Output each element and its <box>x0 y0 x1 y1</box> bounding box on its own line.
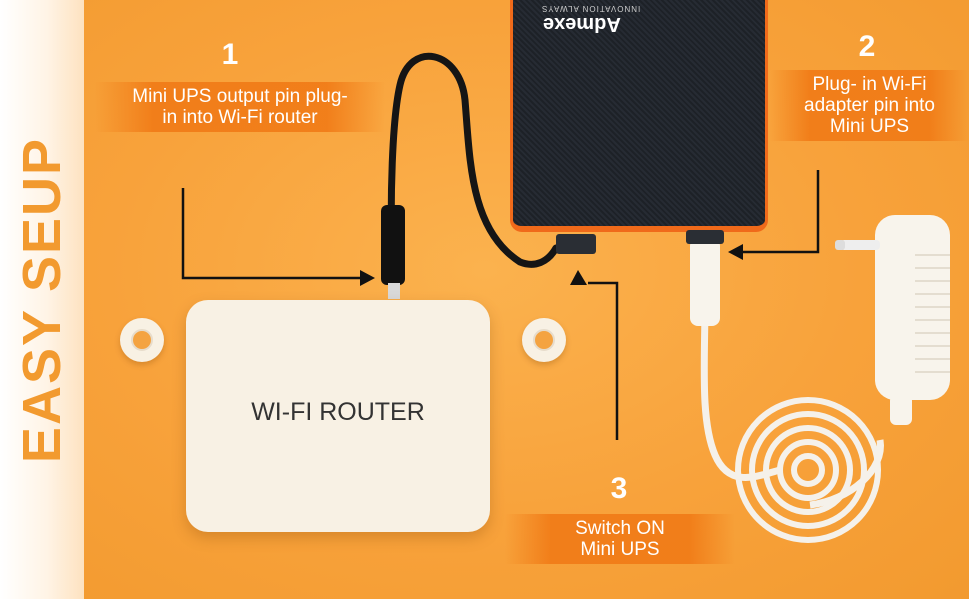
adapter-cable <box>700 299 781 481</box>
step-3-line-2: Mini UPS <box>580 539 660 560</box>
arrow-step-1 <box>181 188 365 280</box>
router-mount-left <box>120 318 164 362</box>
ups-output-cable <box>387 52 560 268</box>
step-2-line-3: Mini UPS <box>829 116 910 137</box>
step-2-text: Plug- in Wi-Fi adapter pin into Mini UPS <box>770 70 969 141</box>
arrow-step-2 <box>738 170 820 254</box>
sidebar-banner: EASY SEUP <box>0 0 84 599</box>
ups-input-port <box>686 230 724 244</box>
step-3-line-1: Switch ON <box>575 518 665 539</box>
ups-brand-logo: Admexe <box>543 13 621 35</box>
step-2-line-1: Plug- in Wi-Fi <box>812 74 927 95</box>
cable-coil <box>735 397 881 543</box>
step-1-text: Mini UPS output pin plug- in into Wi-Fi … <box>95 82 385 132</box>
router-label: WI-FI ROUTER <box>251 398 425 426</box>
step-1-line-2: in into Wi-Fi router <box>162 107 318 128</box>
wifi-router: WI-FI ROUTER <box>186 300 490 532</box>
step-3-text: Switch ON Mini UPS <box>505 514 735 564</box>
mini-ups-device: INNOVATION ALWAYS Admexe <box>510 0 768 232</box>
step-1-line-1: Mini UPS output pin plug- <box>132 86 348 107</box>
wall-adapter <box>835 215 950 425</box>
step-3-number: 3 <box>610 472 628 505</box>
adapter-plug <box>690 238 720 326</box>
step-1-number: 1 <box>221 38 239 71</box>
step-2-line-2: adapter pin into <box>804 95 935 116</box>
step-2-number: 2 <box>858 30 876 63</box>
power-switch <box>556 234 596 254</box>
router-mount-right <box>522 318 566 362</box>
router-plug <box>381 205 405 285</box>
arrow-step-3 <box>588 281 619 440</box>
